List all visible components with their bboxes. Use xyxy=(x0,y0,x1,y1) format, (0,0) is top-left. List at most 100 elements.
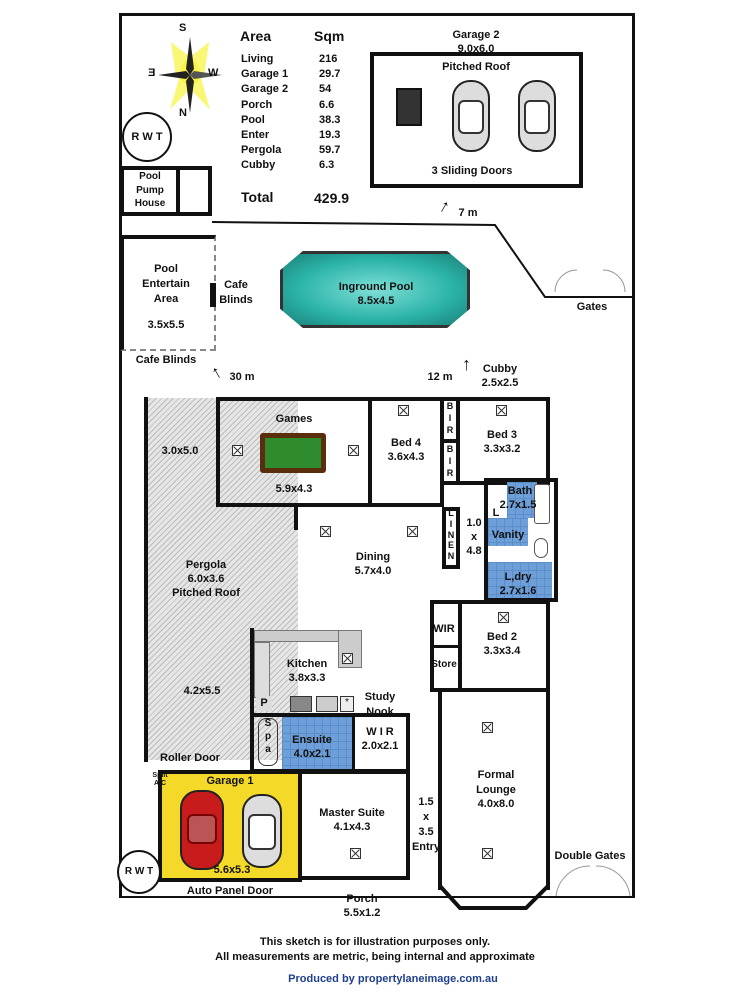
pool-entertain-distance: 30 m xyxy=(229,371,255,383)
total-label: Total xyxy=(241,189,274,205)
cafe-blinds-bottom: Cafe Blinds xyxy=(135,354,197,366)
kitchen-side-bench xyxy=(254,642,270,698)
entry-size-b: 3.5 xyxy=(418,826,434,838)
gates-label: Gates xyxy=(576,301,608,313)
compass-icon: S N E W xyxy=(148,22,230,120)
light-fixture-icon xyxy=(342,653,353,664)
dining-name: Dining xyxy=(355,551,391,563)
fan-icon: * xyxy=(340,696,354,712)
ensuite xyxy=(282,717,352,769)
cubby-distance: 12 m xyxy=(427,371,453,383)
sqm-header: Sqm xyxy=(314,28,345,44)
garage-2-name: Garage 2 xyxy=(452,29,500,41)
bir-1-label: B I R xyxy=(446,401,454,436)
bir-2-label: B I R xyxy=(446,444,454,479)
pool-pump-house xyxy=(120,166,180,216)
hall-size-x: x xyxy=(470,531,478,543)
bed-2-divider xyxy=(458,600,462,692)
lot-boundary-top xyxy=(120,13,635,16)
cafe-blinds-side: Cafe Blinds xyxy=(219,279,253,306)
cubby-name: Cubby xyxy=(482,363,518,375)
inground-pool xyxy=(280,251,470,328)
spa-label: S p a xyxy=(264,718,272,755)
garage-1-size: 5.6x5.3 xyxy=(213,864,251,876)
total-value: 429.9 xyxy=(314,190,350,206)
car-icon xyxy=(180,790,224,870)
bed-2-name: Bed 2 xyxy=(487,631,517,643)
light-fixture-icon xyxy=(398,405,409,416)
auto-panel-door-label: Auto Panel Door xyxy=(186,885,274,897)
entry-name: Entry xyxy=(411,841,441,853)
hall-size-a: 1.0 xyxy=(466,517,482,529)
light-fixture-icon xyxy=(348,445,359,456)
pergola-edge xyxy=(144,397,148,762)
ensuite-name: Ensuite xyxy=(292,734,332,746)
bed-3 xyxy=(456,397,550,485)
vanity xyxy=(488,518,528,546)
cafe-blinds-post xyxy=(210,283,216,307)
pool-size: 8.5x4.5 xyxy=(357,295,395,307)
roller-door-label: Roller Door xyxy=(160,752,220,764)
lounge-name: Formal Lounge xyxy=(476,769,516,796)
pergola-size: 6.0x3.6 xyxy=(187,573,225,585)
bed-4-size: 3.6x4.3 xyxy=(387,451,425,463)
garage-2-roof: Pitched Roof xyxy=(442,61,510,73)
store-label: Store xyxy=(431,659,457,670)
kitchen-wall-left xyxy=(250,628,254,770)
entry-size-a: 1.5 xyxy=(418,796,434,808)
pergola-roof: Pitched Roof xyxy=(172,587,240,599)
bath xyxy=(507,482,537,518)
bed-3-size: 3.3x3.2 xyxy=(483,443,521,455)
compass-s: S xyxy=(179,22,187,34)
pergola-top-size: 3.0x5.0 xyxy=(161,445,199,457)
sink-icon xyxy=(316,696,338,712)
laundry-name: L,dry xyxy=(504,571,532,583)
north-arrow-icon: ↑ xyxy=(207,361,226,383)
ensuite-size: 4.0x2.1 xyxy=(293,748,331,760)
bathtub-icon xyxy=(534,484,550,524)
light-fixture-icon xyxy=(496,405,507,416)
wir-store-divider xyxy=(430,645,460,648)
porch-name: Porch xyxy=(346,893,378,905)
credit-link[interactable]: Produced by propertylaneimage.com.au xyxy=(288,973,498,985)
light-fixture-icon xyxy=(350,848,361,859)
pergola-name: Pergola xyxy=(185,559,227,571)
light-fixture-icon xyxy=(482,722,493,733)
garage-1-name: Garage 1 xyxy=(206,775,254,787)
double-gates-icon xyxy=(555,865,631,897)
kitchen-size: 3.8x3.3 xyxy=(288,672,326,684)
garage-2 xyxy=(370,52,583,188)
kitchen-name: Kitchen xyxy=(286,658,328,670)
master-name: Master Suite xyxy=(319,807,385,819)
double-gates-label: Double Gates xyxy=(554,850,626,862)
ensuite-wall xyxy=(352,713,355,771)
car-icon xyxy=(518,80,556,152)
pool-table-icon xyxy=(260,433,326,473)
bed-4-name: Bed 4 xyxy=(391,437,421,449)
bath-name: Bath xyxy=(507,485,533,497)
area-header: Area xyxy=(240,28,272,44)
bed-2-size: 3.3x3.4 xyxy=(483,645,521,657)
car-icon xyxy=(452,80,490,152)
rainwater-tank-bottom: R W T xyxy=(117,850,161,894)
games-name: Games xyxy=(275,413,313,425)
spa-icon xyxy=(258,718,278,766)
garage-2-distance: 7 m xyxy=(458,207,478,219)
pool-name: Inground Pool xyxy=(338,281,414,293)
kitchen-bench xyxy=(254,630,350,642)
cubby-size: 2.5x2.5 xyxy=(481,377,519,389)
bath-size: 2.7x1.5 xyxy=(499,499,537,511)
linen-cupboard xyxy=(442,507,460,569)
light-fixture-icon xyxy=(232,445,243,456)
pantry-label: P xyxy=(256,696,272,711)
entry-size-x: x xyxy=(422,811,430,823)
compass-w: W xyxy=(208,67,219,79)
hall-size-b: 4.8 xyxy=(466,545,482,557)
rainwater-tank-top: R W T xyxy=(122,112,172,162)
laundry xyxy=(488,562,552,598)
